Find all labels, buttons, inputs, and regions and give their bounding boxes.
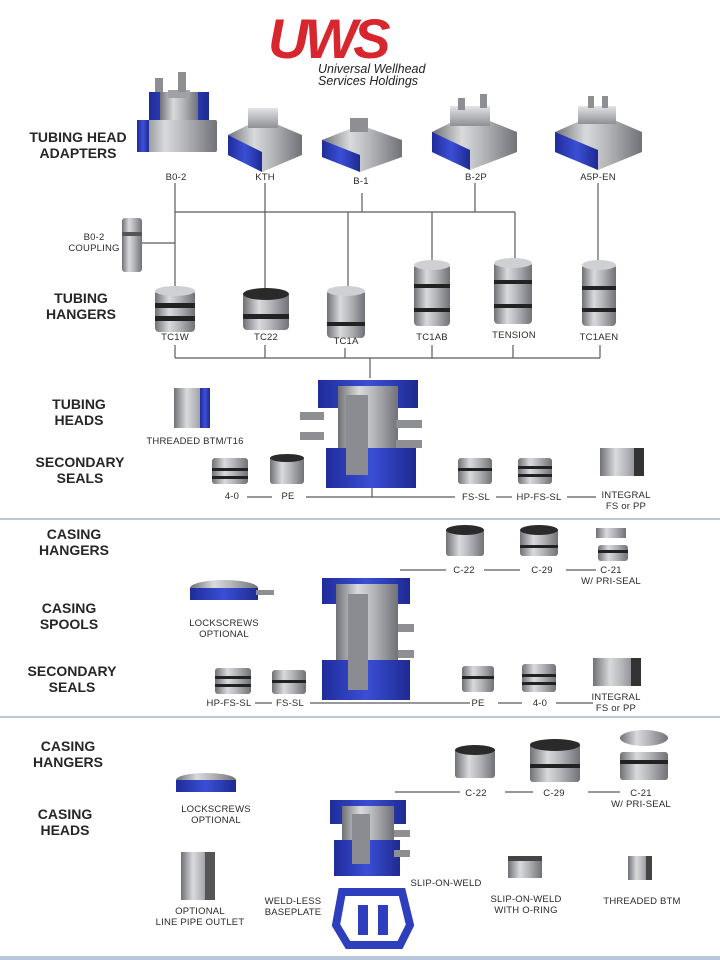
- label-hp-fs-sl-b: HP-FS-SL: [206, 698, 252, 709]
- hanger-tc1w-illustration: [155, 286, 195, 332]
- label-tc1w: TC1W: [161, 332, 189, 343]
- adapter-b-2p-illustration: [432, 94, 517, 170]
- label-threaded-btm: THREADED BTM: [603, 896, 681, 907]
- label-c21: C-21 W/ PRI-SEAL: [581, 565, 641, 587]
- label-lockscrews: LOCKSCREWS OPTIONAL: [189, 618, 259, 640]
- label-slip-on-weld: SLIP-ON-WELD: [410, 878, 482, 889]
- label-weldless-baseplate: WELD-LESS BASEPLATE: [264, 896, 322, 918]
- section-casing-hangers-1: CASING HANGERS: [38, 526, 109, 558]
- adapter-kth-illustration: [228, 108, 302, 172]
- casing-hanger-c29-b-illustration: [530, 739, 580, 782]
- logo-line-2: Services Holdings: [318, 74, 419, 88]
- seal-fs-sl-illustration: [458, 458, 492, 484]
- label-optional-outlet: OPTIONAL LINE PIPE OUTLET: [155, 906, 245, 928]
- section-divider-top: [0, 518, 720, 520]
- label-a5p-en: A5P-EN: [580, 172, 616, 183]
- tubing-head-illustration: [300, 380, 422, 488]
- label-c29: C-29: [531, 565, 553, 576]
- weldless-baseplate-illustration: [331, 888, 415, 949]
- adapter-b0-2-illustration: [137, 72, 217, 152]
- label-integral: INTEGRAL FS or PP: [601, 490, 651, 512]
- label-c22-b: C-22: [465, 788, 487, 799]
- label-b-2p: B-2P: [465, 172, 487, 183]
- label-seal-4-0: 4-0: [224, 491, 240, 502]
- seal-hp-fs-sl-b-illustration: [215, 668, 251, 694]
- lockscrews-a-illustration: [190, 580, 274, 600]
- uws-logo-mark: UWS: [268, 7, 391, 70]
- label-seal-4-0-b: 4-0: [532, 698, 548, 709]
- hanger-tc1ab-illustration: [414, 260, 450, 326]
- casing-hanger-c21-b-illustration: [620, 730, 668, 780]
- hanger-tension-illustration: [494, 258, 532, 324]
- section-tubing-heads: TUBING HEADS: [52, 396, 106, 428]
- section-divider-bottom: [0, 716, 720, 718]
- label-b0-2: B0-2: [165, 172, 187, 183]
- label-c22: C-22: [453, 565, 475, 576]
- label-fs-sl-b: FS-SL: [276, 698, 304, 709]
- label-kth: KTH: [255, 172, 275, 183]
- label-seal-pe-b: PE: [471, 698, 485, 709]
- label-c21-b: C-21 W/ PRI-SEAL: [611, 788, 671, 810]
- casing-head-illustration: [330, 800, 410, 876]
- adapter-b-1-illustration: [322, 118, 402, 172]
- section-tubing-head-adapters: TUBING HEAD ADAPTERS: [29, 129, 127, 161]
- casing-hanger-c21-illustration: [596, 528, 628, 561]
- seal-hp-fs-sl-illustration: [518, 458, 552, 484]
- label-b0-2-coupling: B0-2 COUPLING: [68, 232, 120, 254]
- section-secondary-seals-2: SECONDARY SEALS: [27, 663, 117, 695]
- slip-on-weld-oring-illustration: [508, 856, 542, 878]
- label-tc1aen: TC1AEN: [579, 332, 619, 343]
- label-integral-b: INTEGRAL FS or PP: [591, 692, 641, 714]
- section-secondary-seals-1: SECONDARY SEALS: [35, 454, 125, 486]
- connector-lines: [140, 183, 620, 793]
- casing-spool-illustration: [322, 578, 414, 700]
- section-tubing-hangers: TUBING HANGERS: [46, 290, 117, 322]
- casing-hanger-c22-b-illustration: [455, 745, 495, 778]
- hanger-tc1a-illustration: [327, 286, 365, 338]
- label-seal-pe: PE: [281, 491, 295, 502]
- lockscrews-b-illustration: [176, 773, 236, 792]
- b0-2-coupling-illustration: [122, 218, 142, 272]
- seal-integral-illustration: [600, 448, 644, 476]
- label-c29-b: C-29: [543, 788, 565, 799]
- label-tc1ab: TC1AB: [416, 332, 448, 343]
- label-fs-sl: FS-SL: [462, 492, 490, 503]
- adapter-a5p-en-illustration: [555, 96, 642, 170]
- seal-pe-b-illustration: [462, 666, 494, 692]
- section-casing-heads: CASING HEADS: [37, 806, 93, 838]
- label-threaded-btm-t16: THREADED BTM/T16: [146, 436, 244, 447]
- seal-4-0-illustration: [212, 458, 248, 484]
- label-slip-on-weld-oring: SLIP-ON-WELD WITH O-RING: [490, 894, 562, 916]
- casing-hanger-c22-illustration: [446, 525, 484, 556]
- seal-pe-illustration: [270, 454, 304, 484]
- label-b-1: B-1: [353, 176, 369, 187]
- optional-outlet-illustration: [181, 852, 215, 900]
- label-lockscrews-b: LOCKSCREWS OPTIONAL: [181, 804, 251, 826]
- seal-fs-sl-b-illustration: [272, 670, 306, 694]
- hanger-tc22-illustration: [243, 288, 289, 330]
- threaded-btm-t16-illustration: [174, 388, 210, 428]
- uws-logo-subtitle: Universal Wellhead Services Holdings: [318, 62, 426, 88]
- label-tension: TENSION: [492, 330, 536, 341]
- hanger-tc1aen-illustration: [582, 260, 616, 326]
- section-casing-hangers-2: CASING HANGERS: [32, 738, 103, 770]
- label-tc22: TC22: [253, 332, 279, 343]
- seal-4-0-b-illustration: [522, 664, 556, 692]
- label-hp-fs-sl: HP-FS-SL: [516, 492, 562, 503]
- seal-integral-b-illustration: [593, 658, 641, 686]
- page-footer-line: [0, 956, 720, 960]
- logo-line-1: Universal Wellhead: [318, 62, 426, 76]
- casing-hanger-c29-illustration: [520, 525, 558, 556]
- label-tc1a: TC1A: [333, 336, 359, 347]
- threaded-btm-illustration: [628, 856, 652, 880]
- section-casing-spools: CASING SPOOLS: [39, 600, 99, 632]
